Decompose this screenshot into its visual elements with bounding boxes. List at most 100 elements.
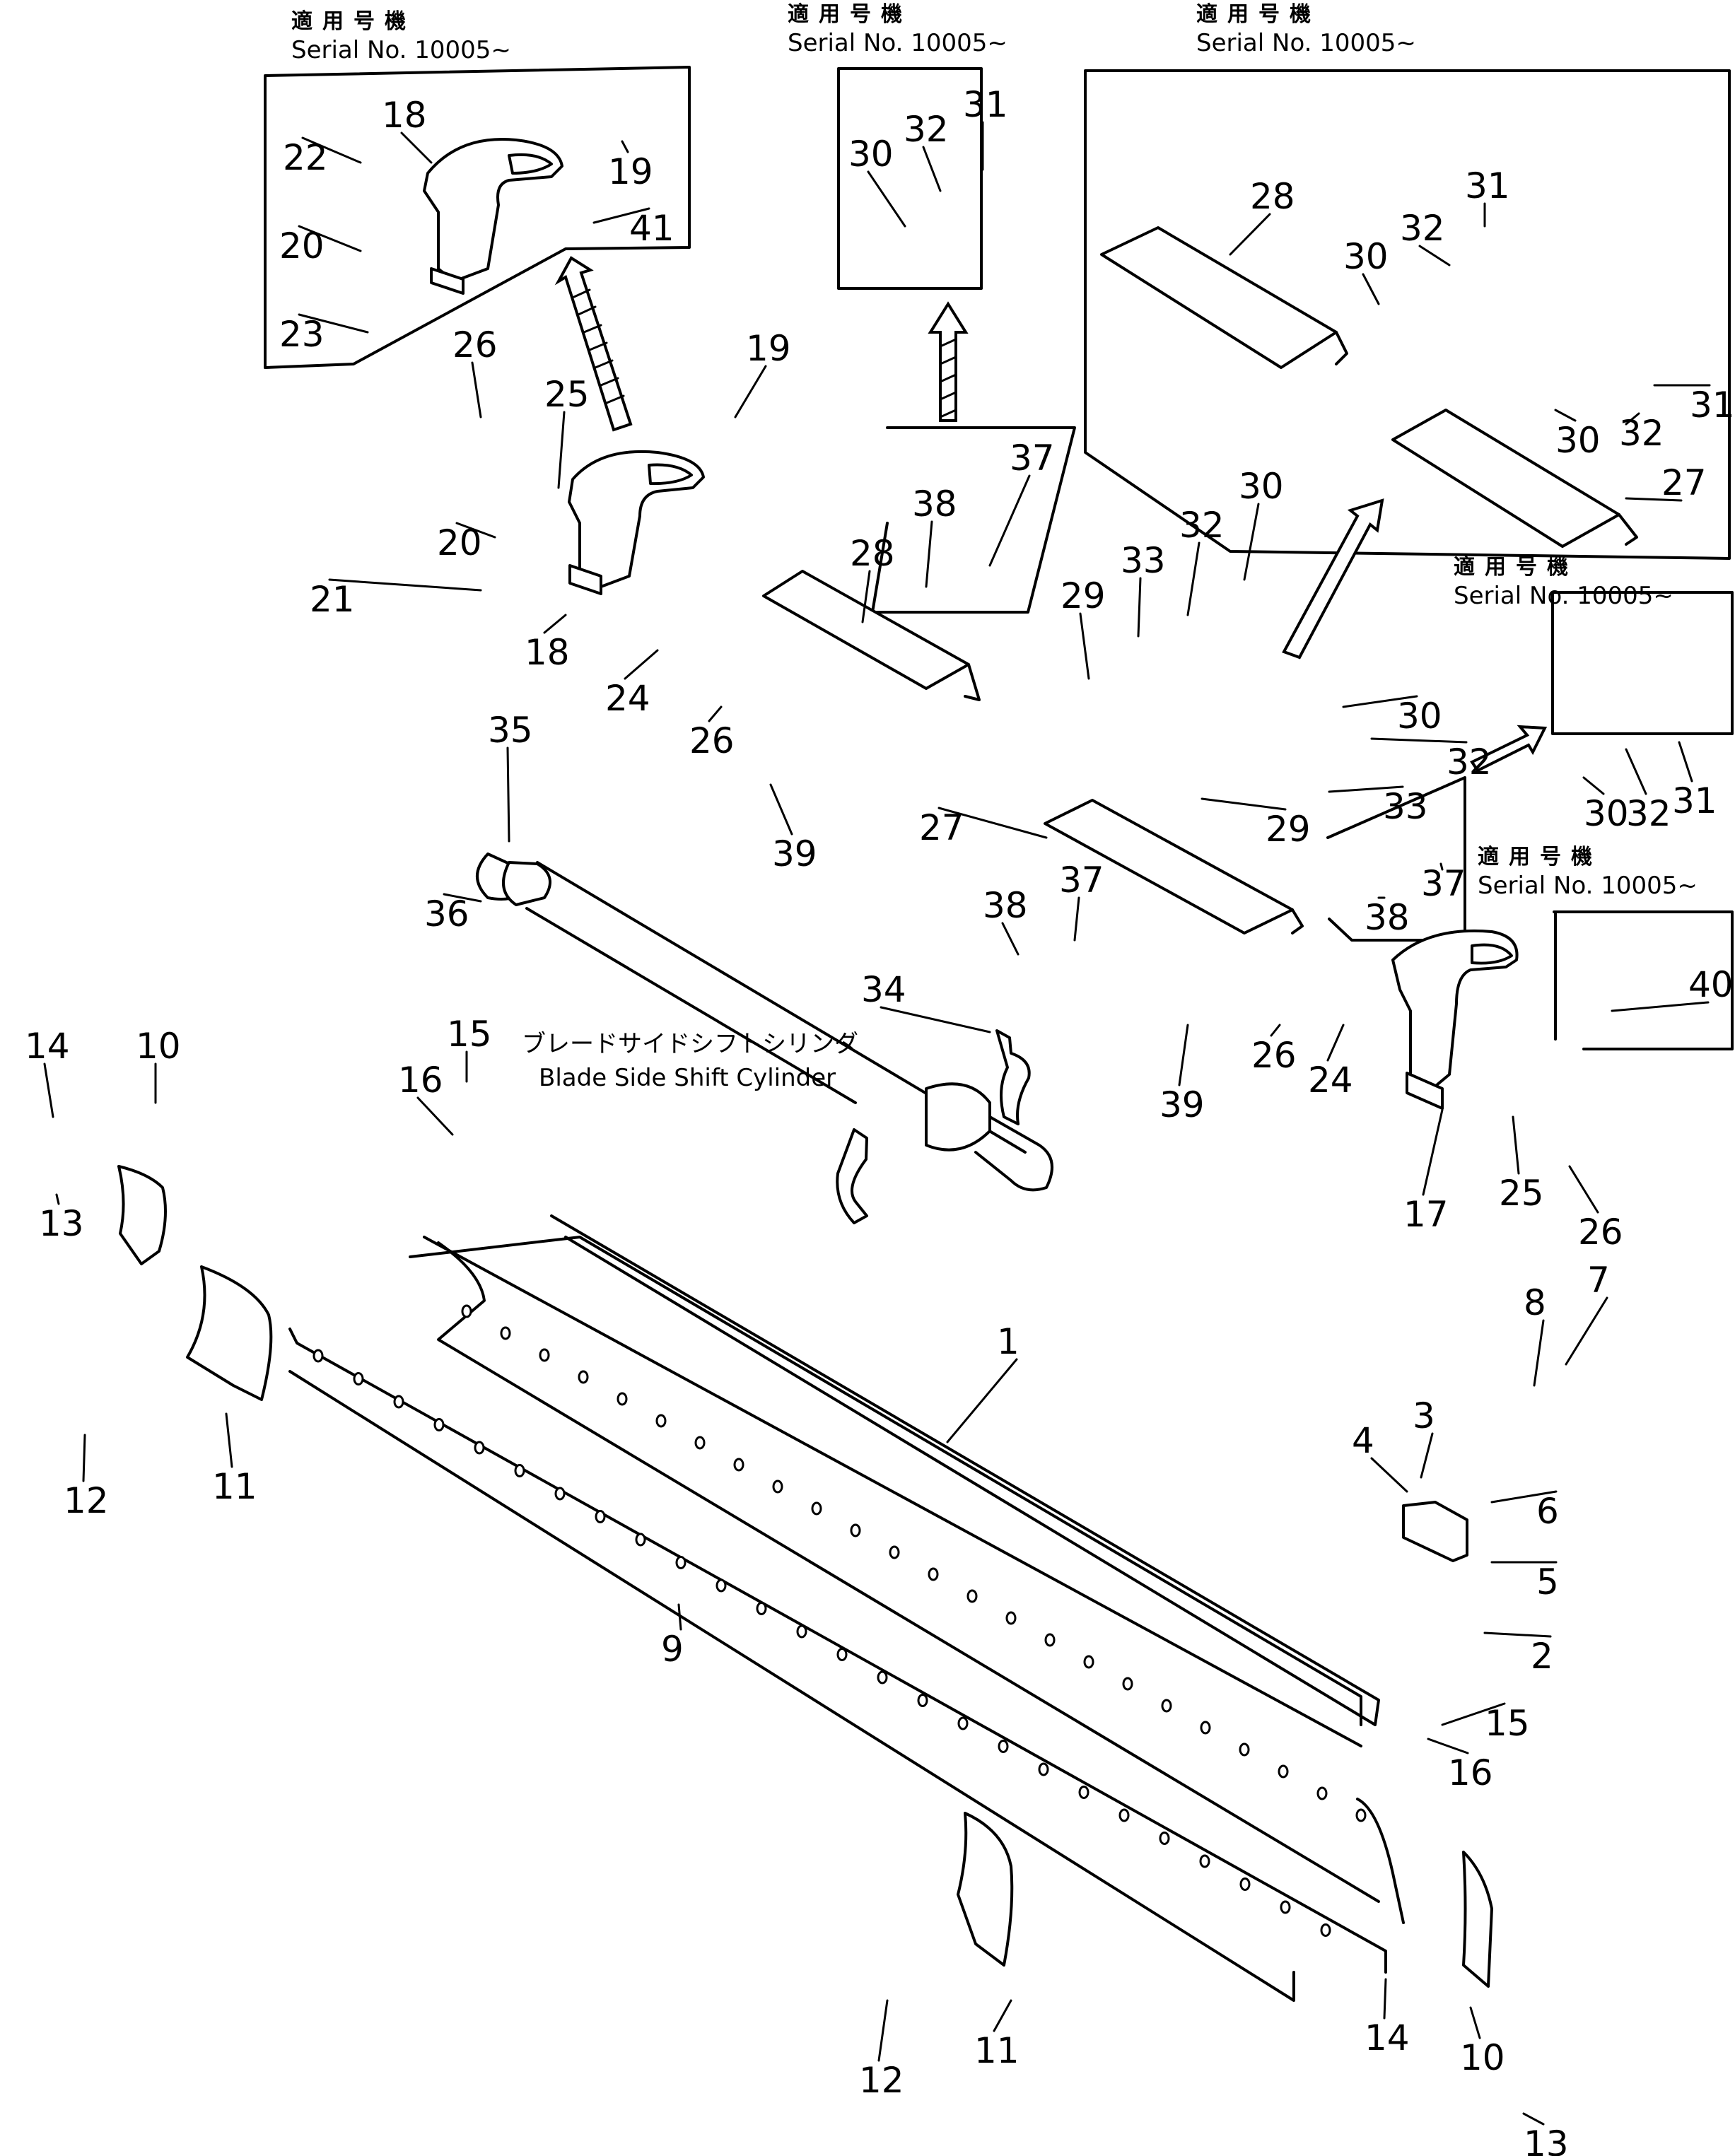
callout-26: 26 — [452, 324, 498, 418]
part-number-label: 32 — [1626, 793, 1671, 834]
leader-line — [400, 131, 433, 164]
callout-28: 28 — [1229, 176, 1295, 256]
callout-32: 32 — [1179, 505, 1225, 616]
part-number-label: 26 — [1578, 1212, 1623, 1253]
leader-line — [82, 1434, 86, 1482]
callout-39: 39 — [769, 783, 817, 874]
callout-11: 11 — [974, 1999, 1020, 2071]
leader-line — [592, 207, 650, 224]
bolt-hole — [772, 1480, 783, 1494]
callout-31: 31 — [1672, 741, 1717, 821]
bolt-hole — [433, 1418, 445, 1431]
callout-16: 16 — [1427, 1738, 1493, 1793]
callout-39: 39 — [1159, 1024, 1205, 1125]
part-number-label: 39 — [1159, 1084, 1205, 1125]
part-number-label: 32 — [1619, 413, 1664, 454]
inset-box-stud-2 — [1551, 591, 1734, 735]
callout-8: 8 — [1524, 1282, 1546, 1387]
plate-27-inset — [1391, 409, 1638, 548]
leader-line — [1439, 862, 1444, 871]
leader-line — [1483, 1631, 1552, 1638]
cutting-edge-holes — [312, 1304, 1367, 1937]
part-number-label: 1 — [997, 1321, 1020, 1362]
callout-20: 20 — [279, 225, 362, 266]
callout-7: 7 — [1565, 1260, 1610, 1366]
inset-box-plug — [1553, 910, 1734, 1050]
leader-line — [1001, 922, 1020, 956]
part-number-label: 13 — [1524, 2123, 1569, 2156]
callout-24: 24 — [605, 649, 659, 719]
serial-note-jp: 適用号機 — [788, 2, 912, 27]
callout-19: 19 — [608, 140, 653, 192]
leader-line — [1625, 412, 1640, 426]
part-number-label: 4 — [1352, 1420, 1374, 1461]
hatched-arrow-up-left — [554, 256, 633, 432]
bolt-hole — [554, 1487, 566, 1501]
callout-21: 21 — [310, 578, 482, 620]
leader-line — [925, 520, 933, 588]
callout-35: 35 — [488, 710, 533, 843]
end-bit-10-right — [1462, 1851, 1493, 1988]
bolt-hole — [928, 1567, 939, 1581]
callout-40: 40 — [1611, 964, 1734, 1012]
leader-line — [43, 1062, 54, 1118]
callout-26: 26 — [689, 705, 735, 761]
part-number-label: 8 — [1524, 1282, 1546, 1323]
bolt-hole — [811, 1501, 822, 1516]
serial-note-5: 適用号機 Serial No. 10005~ — [1478, 845, 1698, 900]
serial-note-4: 適用号機 Serial No. 10005~ — [1454, 555, 1673, 610]
part-number-label: 2 — [1531, 1636, 1553, 1677]
callout-38: 38 — [1365, 896, 1410, 938]
leader-line — [677, 1603, 682, 1631]
serial-note-en: Serial No. 10005~ — [788, 29, 1007, 57]
part-number-label: 32 — [1179, 505, 1225, 546]
part-number-label: 32 — [1400, 208, 1445, 249]
part-number-label: 33 — [1383, 786, 1428, 827]
lever-18 — [568, 450, 705, 595]
part-number-label: 29 — [1061, 575, 1106, 616]
part-number-label: 26 — [1251, 1035, 1297, 1076]
bolt-hole — [1199, 1854, 1210, 1868]
part-number-label: 32 — [904, 109, 949, 150]
callout-38: 38 — [983, 885, 1028, 956]
part-number-label: 31 — [1465, 165, 1510, 206]
part-number-label: 41 — [629, 208, 674, 249]
serial-note-jp: 適用号機 — [1196, 2, 1321, 27]
callout-31: 31 — [1465, 165, 1510, 228]
leader-line — [1383, 1978, 1387, 2020]
leader-line — [471, 361, 482, 418]
lever-18-inset — [423, 138, 563, 295]
bolt-hole — [312, 1349, 324, 1363]
callout-37: 37 — [1421, 862, 1466, 904]
part-number-label: 22 — [283, 137, 328, 178]
callout-15: 15 — [447, 1014, 492, 1083]
part-number-label: 26 — [689, 720, 735, 761]
callout-4: 4 — [1352, 1420, 1408, 1493]
part-number-label: 23 — [279, 314, 325, 355]
callout-32: 32 — [1400, 208, 1451, 266]
bolt-hole — [578, 1370, 589, 1384]
callout-32: 32 — [1619, 412, 1664, 454]
hatched-arrow-up-center — [928, 301, 969, 422]
part-number-label: 25 — [544, 374, 590, 415]
part-number-label: 27 — [919, 807, 964, 848]
leader-line — [328, 578, 482, 592]
leader-line — [1418, 245, 1451, 266]
callout-11: 11 — [212, 1412, 257, 1507]
bolt-hole — [877, 1670, 888, 1685]
callout-38: 38 — [912, 484, 957, 588]
serial-note-3: 適用号機 Serial No. 10005~ — [1196, 2, 1416, 57]
leader-line — [1342, 695, 1418, 708]
part-number-label: 35 — [488, 710, 533, 751]
bolt-hole — [917, 1694, 928, 1707]
part-number-label: 40 — [1688, 964, 1734, 1005]
leader-line — [1201, 797, 1287, 811]
callout-29: 29 — [1201, 797, 1311, 850]
leader-line — [416, 1096, 454, 1136]
bolt-hole — [1355, 1808, 1367, 1822]
leader-line — [298, 313, 369, 334]
leader-line — [1554, 409, 1577, 422]
lever-17 — [1391, 929, 1519, 1110]
bolt-hole — [617, 1392, 628, 1406]
cylinder-caption-jp: ブレードサイドシフトシリンダ — [522, 1030, 858, 1058]
